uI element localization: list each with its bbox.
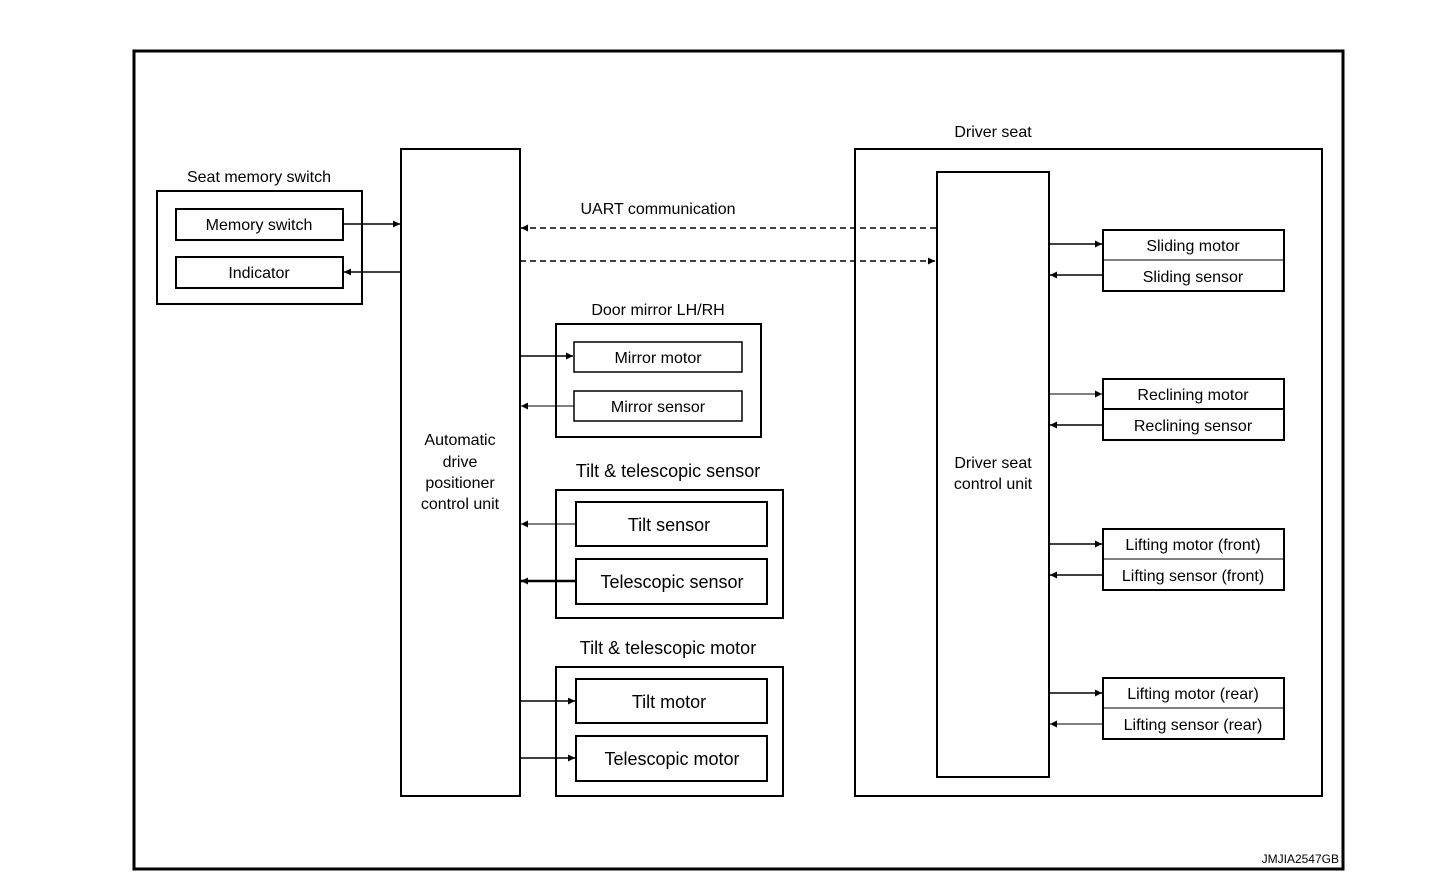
driver-seat-control-unit: Driver seat control unit bbox=[936, 171, 1050, 778]
seat-memory-switch-group: Seat memory switch Memory switch Indicat… bbox=[156, 169, 363, 305]
driver-seat-unit-label-line2: control unit bbox=[954, 476, 1033, 493]
tilt-telescopic-sensor-group: Tilt & telescopic sensor Tilt sensor Tel… bbox=[555, 461, 784, 619]
figure-code: JMJIA2547GB bbox=[1262, 852, 1339, 866]
mirror-motor-label: Mirror motor bbox=[614, 350, 702, 367]
uart-communication-label: UART communication bbox=[580, 201, 735, 218]
outer-frame bbox=[132, 49, 1345, 871]
tilt-telescopic-sensor-title: Tilt & telescopic sensor bbox=[576, 461, 760, 481]
driver-seat-group: Driver seat Driver seat control unit Sli… bbox=[854, 124, 1323, 797]
adp-control-unit: Automatic drive positioner control unit bbox=[400, 148, 521, 797]
adp-unit-label-line3: positioner bbox=[425, 475, 495, 492]
reclining-sensor-label: Reclining sensor bbox=[1134, 418, 1253, 435]
adp-unit-label-line2: drive bbox=[443, 454, 478, 471]
tilt-motor-label: Tilt motor bbox=[632, 692, 706, 712]
door-mirror-title: Door mirror LH/RH bbox=[591, 302, 724, 319]
lifting-front-box: Lifting motor (front) Lifting sensor (fr… bbox=[1102, 528, 1285, 591]
sliding-box: Sliding motor Sliding sensor bbox=[1102, 229, 1285, 292]
mirror-sensor-label: Mirror sensor bbox=[611, 399, 706, 416]
driver-seat-unit-label-line1: Driver seat bbox=[954, 455, 1032, 472]
adp-unit-label-line4: control unit bbox=[421, 496, 500, 513]
telescopic-motor-box: Telescopic motor bbox=[575, 735, 768, 782]
reclining-motor-label: Reclining motor bbox=[1137, 387, 1249, 404]
tilt-sensor-box: Tilt sensor bbox=[575, 501, 768, 547]
lifting-front-sensor-label: Lifting sensor (front) bbox=[1122, 568, 1264, 585]
memory-switch-box: Memory switch bbox=[175, 208, 344, 241]
lifting-rear-sensor-label: Lifting sensor (rear) bbox=[1124, 717, 1263, 734]
indicator-box: Indicator bbox=[175, 256, 344, 289]
tilt-telescopic-motor-title: Tilt & telescopic motor bbox=[580, 638, 756, 658]
sliding-sensor-label: Sliding sensor bbox=[1143, 269, 1244, 286]
sliding-motor-label: Sliding motor bbox=[1146, 238, 1240, 255]
tilt-motor-box: Tilt motor bbox=[575, 678, 768, 724]
lifting-rear-box: Lifting motor (rear) Lifting sensor (rea… bbox=[1102, 677, 1285, 740]
door-mirror-group: Door mirror LH/RH Mirror motor Mirror se… bbox=[555, 302, 762, 438]
mirror-motor-box: Mirror motor bbox=[573, 341, 743, 373]
lifting-front-motor-label: Lifting motor (front) bbox=[1125, 537, 1260, 554]
adp-unit-label-line1: Automatic bbox=[424, 432, 495, 449]
lifting-rear-motor-label: Lifting motor (rear) bbox=[1127, 686, 1259, 703]
driver-seat-title: Driver seat bbox=[954, 124, 1032, 141]
seat-memory-switch-title: Seat memory switch bbox=[187, 169, 331, 186]
tilt-telescopic-motor-group: Tilt & telescopic motor Tilt motor Teles… bbox=[555, 638, 784, 797]
telescopic-sensor-box: Telescopic sensor bbox=[575, 558, 768, 605]
reclining-box: Reclining motor Reclining sensor bbox=[1102, 378, 1285, 441]
mirror-sensor-box: Mirror sensor bbox=[573, 390, 743, 422]
tilt-sensor-label: Tilt sensor bbox=[628, 515, 710, 535]
indicator-label: Indicator bbox=[228, 265, 290, 282]
telescopic-motor-label: Telescopic motor bbox=[604, 749, 739, 769]
telescopic-sensor-label: Telescopic sensor bbox=[600, 572, 743, 592]
memory-switch-label: Memory switch bbox=[206, 217, 313, 234]
